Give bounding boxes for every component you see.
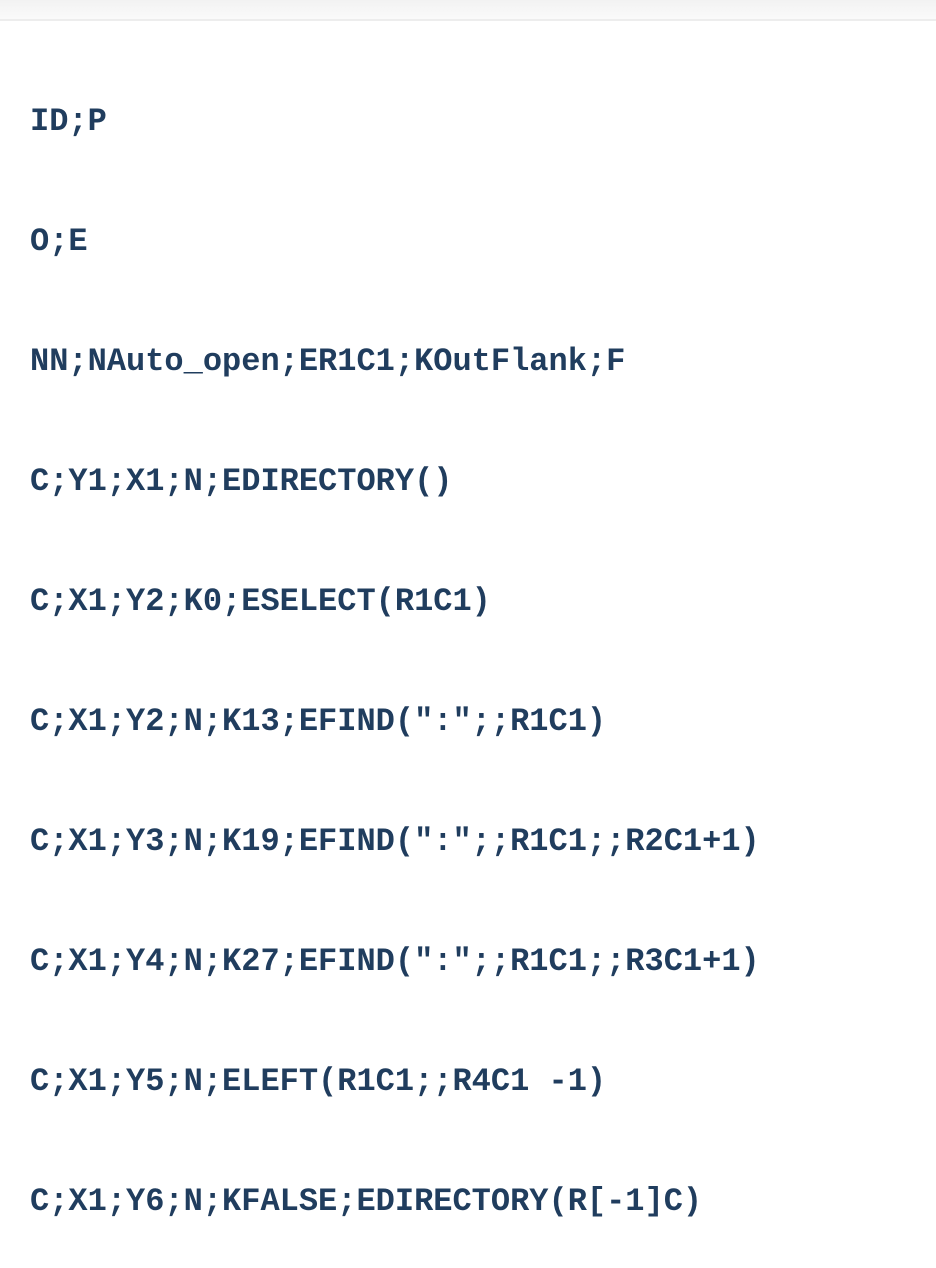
code-line: C;X1;Y3;N;K19;EFIND(":";;R1C1;;R2C1+1) — [30, 823, 760, 860]
code-block: ID;P O;E NN;NAuto_open;ER1C1;KOutFlank;F… — [0, 21, 936, 1268]
code-line: ID;P — [30, 103, 107, 140]
code-line: C;X1;Y6;N;KFALSE;EDIRECTORY(R[-1]C) — [30, 1183, 703, 1220]
code-line: NN;NAuto_open;ER1C1;KOutFlank;F — [30, 343, 626, 380]
code-line: C;X1;Y4;N;K27;EFIND(":";;R1C1;;R3C1+1) — [30, 943, 760, 980]
code-line: O;E — [30, 223, 88, 260]
code-line: C;X1;Y5;N;ELEFT(R1C1;;R4C1 -1) — [30, 1063, 607, 1100]
code-line: C;Y1;X1;N;EDIRECTORY() — [30, 463, 453, 500]
top-edge-shadow — [0, 0, 936, 21]
code-line: C;X1;Y2;K0;ESELECT(R1C1) — [30, 583, 491, 620]
code-line: C;X1;Y2;N;K13;EFIND(":";;R1C1) — [30, 703, 607, 740]
